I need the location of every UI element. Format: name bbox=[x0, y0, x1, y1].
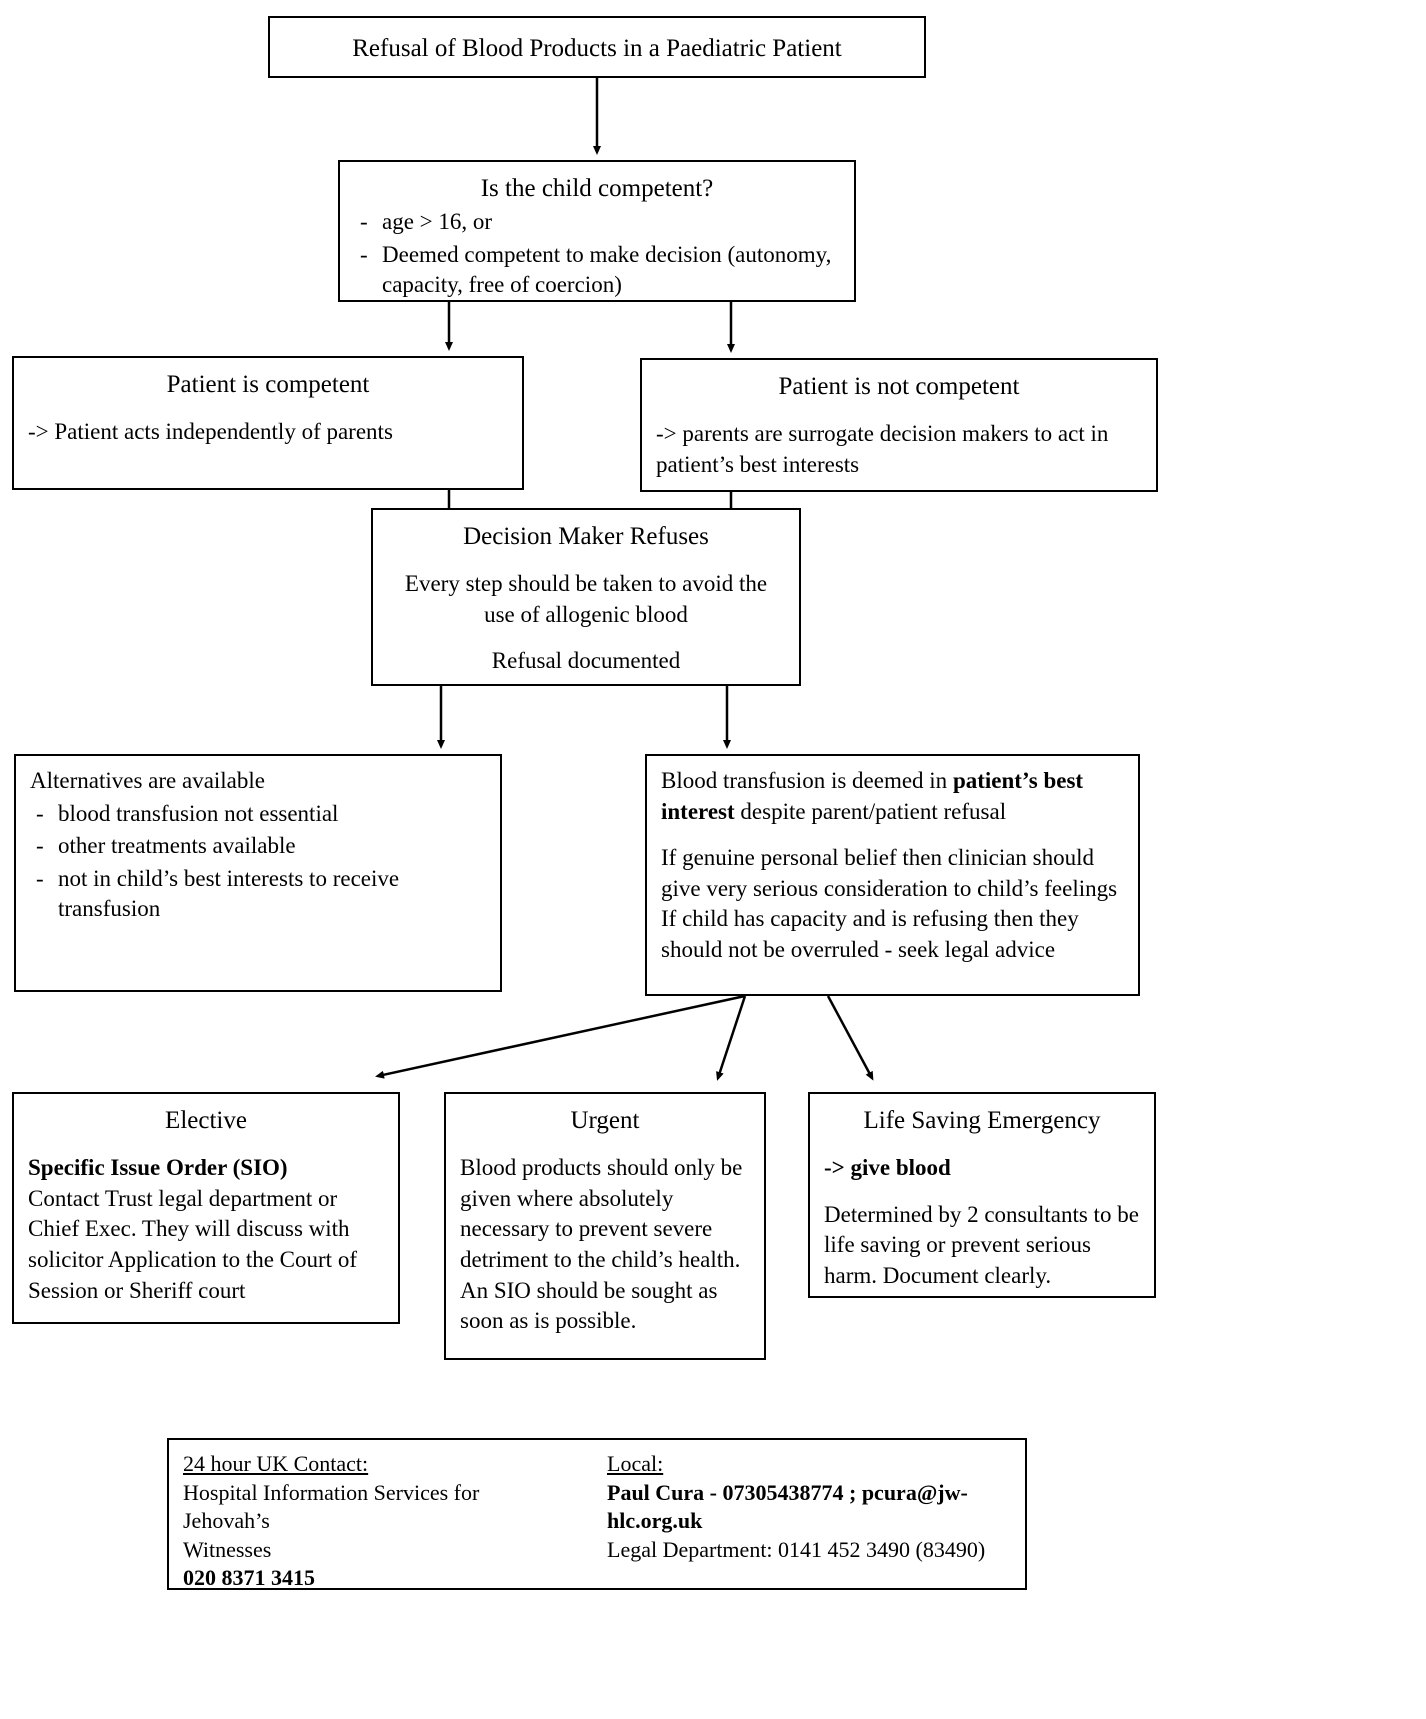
title-text: Refusal of Blood Products in a Paediatri… bbox=[352, 35, 842, 62]
spacer bbox=[661, 827, 1124, 843]
contacts-grid: 24 hour UK Contact: Hospital Information… bbox=[183, 1450, 1011, 1593]
refuses-line-1: Every step should be taken to avoid the … bbox=[404, 571, 768, 627]
elective-bold-line: Specific Issue Order (SIO) bbox=[28, 1155, 288, 1181]
transfusion-lead-prefix: Blood transfusion is deemed in bbox=[661, 768, 953, 793]
uk-contact-label: 24 hour UK Contact: bbox=[183, 1451, 369, 1476]
connector-transfusion-to-emergency bbox=[826, 995, 874, 1081]
node-competency-question: Is the child competent? age > 16, or Dee… bbox=[338, 160, 856, 302]
spacer bbox=[460, 1137, 750, 1153]
contacts-uk-column: 24 hour UK Contact: Hospital Information… bbox=[183, 1450, 561, 1593]
refuses-line-2: Refusal documented bbox=[491, 648, 681, 674]
transfusion-lead-bold: patient’s best interest bbox=[661, 768, 1084, 824]
node-urgent: Urgent Blood products should only be giv… bbox=[444, 1092, 766, 1360]
local-contact-person[interactable]: Paul Cura - 07305438774 ; pcura@jw-hlc.o… bbox=[607, 1479, 968, 1534]
emergency-body: Determined by 2 consultants to be life s… bbox=[824, 1201, 1139, 1288]
patient-not-competent-heading: Patient is not competent bbox=[778, 373, 1020, 400]
spacer bbox=[824, 1184, 1140, 1200]
list-item: blood transfusion not essential bbox=[30, 799, 486, 830]
spacer bbox=[28, 401, 508, 417]
transfusion-body: If genuine personal belief then clinicia… bbox=[661, 845, 1118, 962]
list-item: Deemed competent to make decision (auton… bbox=[354, 240, 840, 301]
transfusion-lead: Blood transfusion is deemed in patient’s… bbox=[661, 766, 1124, 827]
node-patient-not-competent: Patient is not competent -> parents are … bbox=[640, 358, 1158, 492]
urgent-heading: Urgent bbox=[570, 1107, 640, 1134]
node-life-saving-emergency: Life Saving Emergency -> give blood Dete… bbox=[808, 1092, 1156, 1298]
node-patient-competent: Patient is competent -> Patient acts ind… bbox=[12, 356, 524, 490]
spacer bbox=[824, 1137, 1140, 1153]
node-alternatives: Alternatives are available blood transfu… bbox=[14, 754, 502, 992]
list-item: other treatments available bbox=[30, 831, 486, 862]
local-contact-label: Local: bbox=[607, 1451, 664, 1476]
node-decision-maker-refuses: Decision Maker Refuses Every step should… bbox=[371, 508, 801, 686]
patient-not-competent-body: -> parents are surrogate decision makers… bbox=[656, 421, 1109, 477]
emergency-heading: Life Saving Emergency bbox=[863, 1107, 1101, 1134]
elective-body: Contact Trust legal department or Chief … bbox=[28, 1185, 357, 1303]
list-item: not in child’s best interests to receive… bbox=[30, 864, 486, 925]
patient-competent-heading: Patient is competent bbox=[166, 371, 370, 398]
transfusion-lead-suffix: despite parent/patient refusal bbox=[734, 798, 1007, 824]
node-contacts: 24 hour UK Contact: Hospital Information… bbox=[167, 1438, 1027, 1590]
node-transfusion-best-interest: Blood transfusion is deemed in patient’s… bbox=[645, 754, 1140, 996]
urgent-body: Blood products should only be given wher… bbox=[460, 1155, 743, 1334]
refuses-heading: Decision Maker Refuses bbox=[463, 523, 709, 550]
connector-transfusion-to-elective bbox=[375, 994, 746, 1079]
patient-competent-body: -> Patient acts independently of parents bbox=[28, 419, 393, 445]
spacer bbox=[387, 630, 785, 646]
competency-heading: Is the child competent? bbox=[480, 175, 714, 202]
emergency-bold-line: -> give blood bbox=[824, 1155, 951, 1181]
uk-contact-phone[interactable]: 020 8371 3415 bbox=[183, 1565, 315, 1591]
alternatives-heading: Alternatives are available bbox=[30, 768, 265, 793]
spacer bbox=[387, 553, 785, 569]
connector-transfusion-to-urgent bbox=[716, 995, 747, 1081]
spacer bbox=[28, 1137, 384, 1153]
elective-heading: Elective bbox=[165, 1107, 247, 1134]
alternatives-bullet-list: blood transfusion not essential other tr… bbox=[30, 799, 486, 925]
contacts-local-column: Local: Paul Cura - 07305438774 ; pcura@j… bbox=[607, 1450, 1027, 1593]
uk-contact-org-line-2: Witnesses bbox=[183, 1536, 272, 1562]
spacer bbox=[656, 403, 1142, 419]
list-item: age > 16, or bbox=[354, 207, 840, 238]
uk-contact-org-line-1: Hospital Information Services for Jehova… bbox=[183, 1479, 480, 1534]
local-contact-legal[interactable]: Legal Department: 0141 452 3490 (83490) bbox=[607, 1536, 986, 1562]
node-title: Refusal of Blood Products in a Paediatri… bbox=[268, 16, 926, 78]
node-elective: Elective Specific Issue Order (SIO) Cont… bbox=[12, 1092, 400, 1324]
competency-bullet-list: age > 16, or Deemed competent to make de… bbox=[354, 207, 840, 301]
